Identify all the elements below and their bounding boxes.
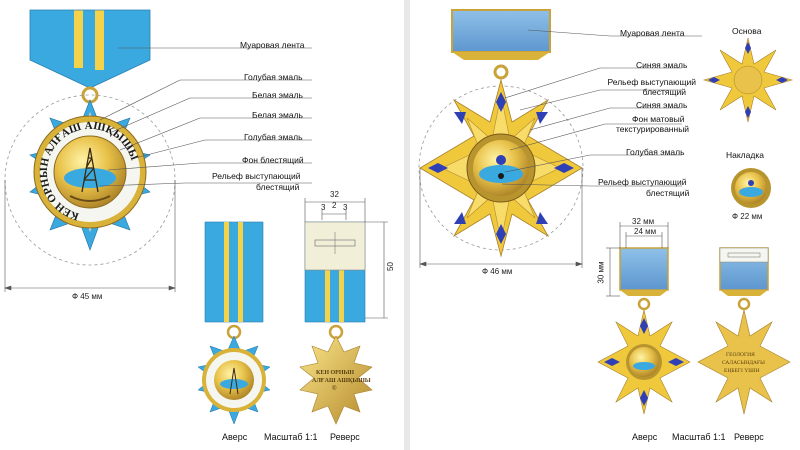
left-label-blue-enamel-1: Голубая эмаль: [244, 72, 303, 82]
left-medal-sheet: КЕН ОРНЫН АЛҒАШ АШҚЫШЫ: [4, 9, 395, 442]
right-title-base: Основа: [732, 26, 762, 36]
right-callout-lines: [501, 29, 702, 187]
right-reverse-text-1: ГЕОЛОГИЯ: [726, 352, 755, 358]
left-diameter-dimension: [4, 180, 176, 292]
left-medal-drawing: КЕН ОРНЫН АЛҒАШ АШҚЫШЫ: [4, 9, 388, 425]
right-small-reverse: [697, 247, 791, 415]
right-caption-reverse: Реверс: [734, 432, 764, 442]
right-width-32: 32 мм: [632, 217, 655, 226]
left-stripe-c-label: 3: [343, 203, 348, 212]
right-label-matte-1: Фон матовый: [632, 114, 685, 124]
right-label-relief-1a: Рельеф выступающий: [607, 77, 696, 87]
left-stripe-b-label: 2: [332, 201, 337, 210]
left-label-white-enamel-1: Белая эмаль: [252, 90, 303, 100]
left-reverse-mark: ®: [332, 386, 337, 392]
right-reverse-text-2: САЛАСЫНДАҒЫ: [722, 360, 765, 366]
left-ribbon: [29, 9, 151, 89]
left-caption-obverse: Аверс: [222, 432, 248, 442]
right-diameter-label: Ф 46 мм: [482, 267, 513, 276]
right-reverse-text-3: ЕҢБЕГІ ҮШІН: [724, 368, 760, 374]
left-reverse-text-2: АЛҒАШ АШҚЫШЫ: [312, 378, 371, 384]
left-small-reverse: [299, 221, 373, 425]
right-small-obverse: [597, 247, 691, 415]
right-width-24: 24 мм: [634, 227, 657, 236]
right-diameter-dimension: [419, 168, 583, 268]
right-label-blue-enamel-2: Синяя эмаль: [636, 100, 688, 110]
right-ribbon-dimensions: [606, 222, 669, 297]
right-overlay-diameter: Ф 22 мм: [732, 212, 763, 221]
left-label-ribbon: Муаровая лента: [240, 40, 305, 50]
left-label-relief-2: блестящий: [256, 182, 300, 192]
left-label-blue-enamel-2: Голубая эмаль: [244, 132, 303, 142]
left-ribbon-dimensions: [304, 198, 388, 319]
right-base-piece: [702, 37, 794, 123]
panel-divider: [404, 0, 410, 450]
left-diameter-label: Ф 45 мм: [72, 292, 103, 301]
right-label-ribbon: Муаровая лента: [620, 28, 685, 38]
left-medal-obverse: [29, 99, 151, 251]
right-medal-drawing: [418, 9, 794, 415]
left-height-label: 50: [385, 262, 395, 271]
right-caption-scale: Масштаб 1:1: [672, 432, 726, 442]
left-label-glossy-bg: Фон блестящий: [242, 155, 304, 165]
right-label-relief-1b: блестящий: [642, 87, 686, 97]
right-height-30: 30 мм: [596, 261, 606, 284]
left-callout-lines: [99, 47, 312, 187]
left-reverse-text-1: КЕН ОРНЫН: [316, 370, 355, 376]
left-stripe-a-label: 3: [321, 203, 326, 212]
right-label-light-blue-enamel: Голубая эмаль: [626, 147, 685, 157]
left-label-relief-1: Рельеф выступающий: [212, 171, 301, 181]
right-label-matte-2: текстурированный: [616, 124, 690, 134]
left-ribbon-width-label: 32: [330, 190, 339, 199]
right-ribbon: [451, 9, 551, 60]
right-overlay-piece: [731, 168, 771, 208]
right-caption-obverse: Аверс: [632, 432, 658, 442]
right-suspension-ring: [493, 64, 509, 80]
left-label-white-enamel-2: Белая эмаль: [252, 110, 303, 120]
right-label-relief-2a: Рельеф выступающий: [598, 177, 687, 187]
left-small-obverse: [197, 221, 271, 425]
right-title-overlay: Накладка: [726, 150, 764, 160]
left-caption-reverse: Реверс: [330, 432, 360, 442]
right-label-blue-enamel-1: Синяя эмаль: [636, 60, 688, 70]
left-caption-scale: Масштаб 1:1: [264, 432, 318, 442]
right-medal-obverse: [419, 78, 583, 258]
right-medal-sheet: Муаровая лента Синяя эмаль Рельеф выступ…: [410, 0, 800, 450]
right-label-relief-2b: блестящий: [646, 188, 690, 198]
